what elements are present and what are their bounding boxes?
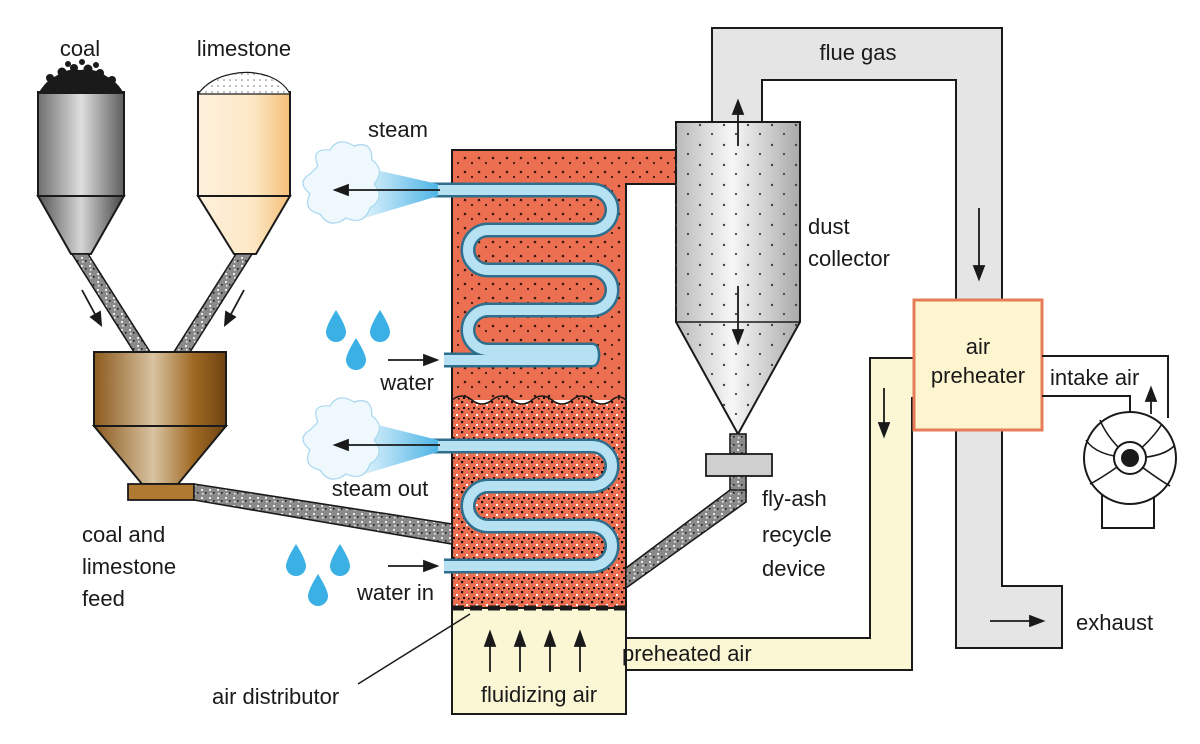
exhaust-label: exhaust (1076, 610, 1153, 635)
limestone-label: limestone (197, 36, 291, 61)
preheated-air-label: preheated air (622, 641, 752, 666)
dust-collector (675, 98, 801, 437)
water-arrow-top (388, 353, 440, 367)
flue-gas-label: flue gas (819, 40, 896, 65)
air-preheater: air preheater (912, 298, 1044, 432)
intake-fan (1083, 411, 1177, 529)
fluidizing-air-label: fluidizing air (481, 682, 597, 707)
intake-air-label: intake air (1050, 365, 1139, 390)
air-preheater-label-1: air (966, 334, 990, 359)
feed-label-1: coal and (82, 522, 165, 547)
steam-out-label: steam out (332, 476, 429, 501)
flue-gas-duct (711, 27, 1063, 649)
steam-plume-bottom (302, 397, 440, 480)
feed-label-3: feed (82, 586, 125, 611)
steam-arrow-bottom (332, 438, 440, 452)
water-drops-top (326, 310, 390, 370)
exhaust-arrow (990, 614, 1046, 628)
water-in-arrow (388, 559, 440, 573)
coal-hopper (36, 59, 126, 255)
water-in-label: water in (356, 580, 434, 605)
upper-steam-tube (428, 182, 620, 368)
feed-chutes (70, 253, 254, 353)
flyash-label-2: recycle (762, 522, 832, 547)
limestone-hopper (196, 71, 292, 255)
intake-arrow (1144, 385, 1158, 414)
dust-collector-label-2: collector (808, 246, 890, 271)
steam-plume-top (302, 141, 440, 224)
dust-collector-label-1: dust (808, 214, 850, 239)
lower-steam-tube (428, 438, 620, 574)
water-label: water (379, 370, 434, 395)
cyclone-arrow-up (731, 98, 745, 146)
fluidizing-air-arrows (483, 629, 587, 672)
limestone-feed-arrow (223, 289, 245, 327)
flyash-label-3: device (762, 556, 826, 581)
cyclone-arrow-down (731, 286, 745, 346)
air-distributor-leader (357, 613, 471, 685)
preheated-air-arrow (877, 388, 891, 439)
combustor (451, 149, 685, 609)
feed-hopper (91, 351, 229, 501)
air-distributor-label: air distributor (212, 684, 339, 709)
coal-pile (38, 59, 124, 94)
intake-air-line (1042, 355, 1169, 418)
flyash-label-1: fly-ash (762, 486, 827, 511)
flue-arrow-down (972, 208, 986, 282)
steam-label: steam (368, 117, 428, 142)
air-plenum: fluidizing air (451, 605, 627, 715)
preheated-air-duct (625, 357, 917, 671)
coal-label: coal (60, 36, 100, 61)
steam-arrow-top (332, 183, 440, 197)
air-preheater-label-2: preheater (931, 363, 1025, 388)
coal-feed-arrow (81, 289, 103, 327)
water-drops-bottom (286, 544, 350, 606)
flyash-recycle (625, 433, 773, 590)
feed-pipe (193, 483, 453, 545)
feed-label-2: limestone (82, 554, 176, 579)
